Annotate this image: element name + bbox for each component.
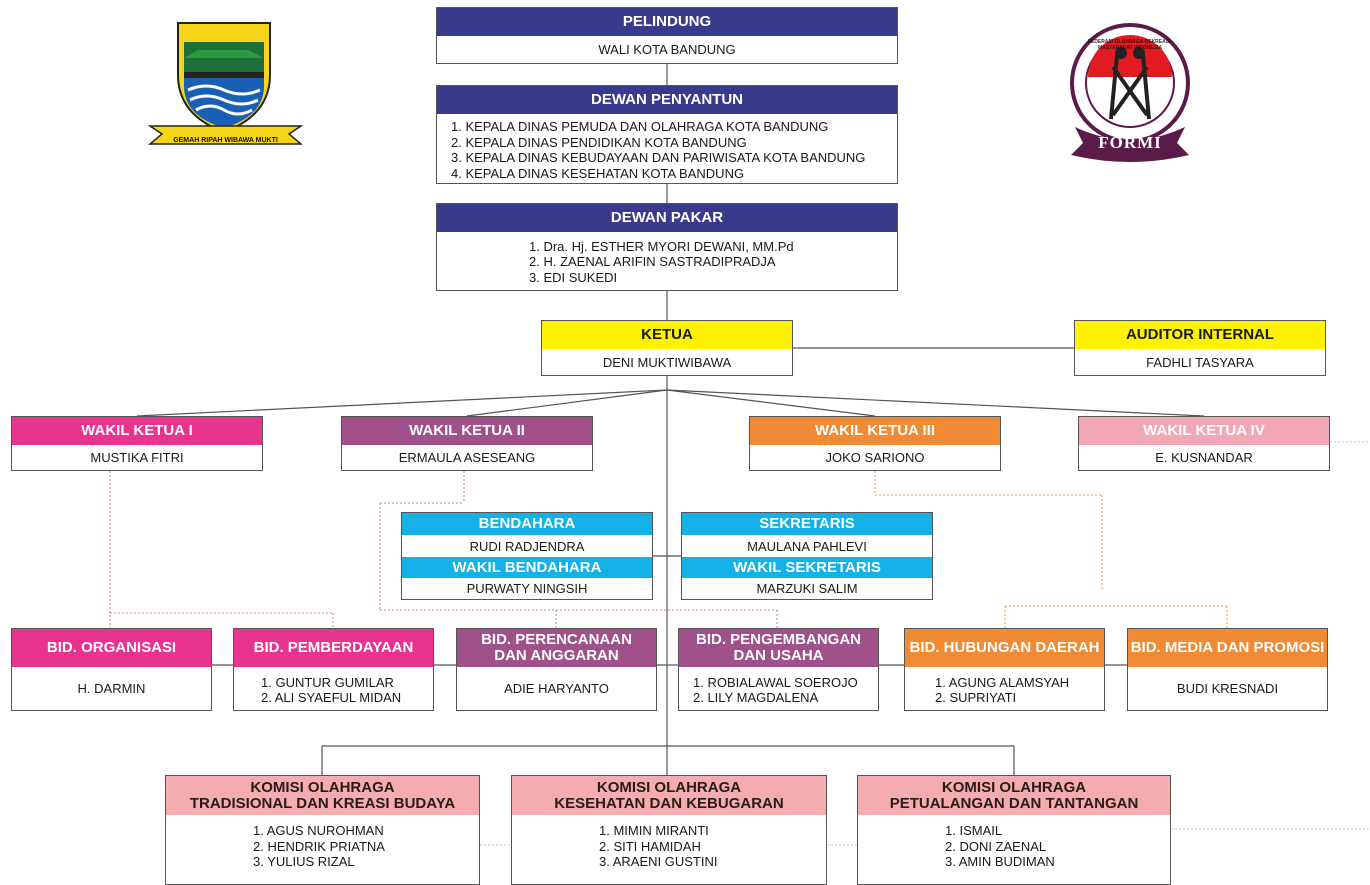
bid-pemberdayaan-list: 1. GUNTUR GUMILAR 2. ALI SYAEFUL MIDAN (234, 667, 433, 710)
list-item: 2. ALI SYAEFUL MIDAN (261, 690, 402, 705)
wakil-ketua-1-body: MUSTIKA FITRI (90, 450, 184, 465)
bid-pemberdayaan-title: BID. PEMBERDAYAAN (234, 629, 433, 667)
komisi-tradisional-box: KOMISI OLAHRAGA TRADISIONAL DAN KREASI B… (165, 775, 480, 885)
wakil-bendahara-body: PURWATY NINGSIH (466, 581, 588, 596)
bandung-shield-icon (147, 22, 304, 145)
list-item: 1. KEPALA DINAS PEMUDA DAN OLAHRAGA KOTA… (451, 119, 829, 134)
sekretaris-title: SEKRETARIS (682, 513, 932, 535)
list-item: 3. EDI SUKEDI (529, 269, 618, 285)
bendahara-body: RUDI RADJENDRA (469, 538, 585, 554)
dewan-pakar-title: DEWAN PAKAR (437, 204, 897, 232)
bid-media-promosi-title: BID. MEDIA DAN PROMOSI (1128, 629, 1327, 667)
bid-organisasi-title: BID. ORGANISASI (12, 629, 211, 667)
pelindung-box: PELINDUNG WALI KOTA BANDUNG (436, 7, 898, 64)
auditor-body: FADHLI TASYARA (1146, 354, 1254, 370)
wakil-sekretaris-body: MARZUKI SALIM (756, 581, 858, 596)
wakil-sekretaris-title: WAKIL SEKRETARIS (682, 557, 932, 578)
wakil-ketua-4-box: WAKIL KETUA IV E. KUSNANDAR (1078, 416, 1330, 471)
dewan-pakar-box: DEWAN PAKAR 1. Dra. Hj. ESTHER MYORI DEW… (436, 203, 898, 291)
bandung-emblem-logo: GEMAH RIPAH WIBAWA MUKTI (147, 20, 304, 150)
list-item: 1. ISMAIL (945, 823, 1003, 838)
bendahara-title: BENDAHARA (402, 513, 652, 535)
komisi-kesehatan-list: 1. MIMIN MIRANTI 2. SITI HAMIDAH 3. ARAE… (512, 815, 826, 879)
sekretaris-box: SEKRETARIS MAULANA PAHLEVI WAKIL SEKRETA… (681, 512, 933, 600)
bid-pemberdayaan-box: BID. PEMBERDAYAAN 1. GUNTUR GUMILAR 2. A… (233, 628, 434, 711)
wakil-ketua-4-body: E. KUSNANDAR (1155, 450, 1253, 465)
list-item: 3. AMIN BUDIMAN (945, 854, 1055, 869)
komisi-tradisional-title: KOMISI OLAHRAGA TRADISIONAL DAN KREASI B… (166, 776, 479, 815)
ketua-box: KETUA DENI MUKTIWIBAWA (541, 320, 793, 376)
bid-pengembangan-title: BID. PENGEMBANGAN DAN USAHA (679, 629, 878, 667)
auditor-title: AUDITOR INTERNAL (1075, 321, 1325, 349)
bid-hubungan-daerah-title: BID. HUBUNGAN DAERAH (905, 629, 1104, 667)
auditor-box: AUDITOR INTERNAL FADHLI TASYARA (1074, 320, 1326, 376)
bid-perencanaan-box: BID. PERENCANAAN DAN ANGGARAN ADIE HARYA… (456, 628, 657, 711)
bid-hubungan-daerah-box: BID. HUBUNGAN DAERAH 1. AGUNG ALAMSYAH 2… (904, 628, 1105, 711)
sekretaris-body: MAULANA PAHLEVI (747, 538, 867, 554)
bid-organisasi-box: BID. ORGANISASI H. DARMIN (11, 628, 212, 711)
komisi-petualangan-title: KOMISI OLAHRAGA PETUALANGAN DAN TANTANGA… (858, 776, 1170, 815)
bid-perencanaan-title: BID. PERENCANAAN DAN ANGGARAN (457, 629, 656, 667)
formi-name: FORMI (1098, 133, 1162, 152)
formi-logo: FEDERASI OLAHRAGA REKREASI-MASYARAKAT IN… (1065, 15, 1195, 165)
wakil-bendahara-title: WAKIL BENDAHARA (402, 557, 652, 578)
wakil-ketua-1-title: WAKIL KETUA I (12, 417, 262, 445)
dewan-pakar-list: 1. Dra. Hj. ESTHER MYORI DEWANI, MM.Pd 2… (437, 232, 897, 290)
komisi-kesehatan-box: KOMISI OLAHRAGA KESEHATAN DAN KEBUGARAN … (511, 775, 827, 885)
dewan-penyantun-list: 1. KEPALA DINAS PEMUDA DAN OLAHRAGA KOTA… (437, 114, 897, 183)
bendahara-box: BENDAHARA RUDI RADJENDRA WAKIL BENDAHARA… (401, 512, 653, 600)
wakil-ketua-1-box: WAKIL KETUA I MUSTIKA FITRI (11, 416, 263, 471)
list-item: 2. SITI HAMIDAH (599, 838, 701, 854)
wakil-ketua-2-body: ERMAULA ASESEANG (398, 450, 536, 465)
list-item: 1. Dra. Hj. ESTHER MYORI DEWANI, MM.Pd (529, 238, 794, 254)
list-item: 2. H. ZAENAL ARIFIN SASTRADIPRADJA (529, 254, 776, 270)
ketua-title: KETUA (542, 321, 792, 349)
komisi-kesehatan-title: KOMISI OLAHRAGA KESEHATAN DAN KEBUGARAN (512, 776, 826, 815)
bid-media-promosi-box: BID. MEDIA DAN PROMOSI BUDI KRESNADI (1127, 628, 1328, 711)
pelindung-body: WALI KOTA BANDUNG (598, 42, 736, 57)
dewan-penyantun-box: DEWAN PENYANTUN 1. KEPALA DINAS PEMUDA D… (436, 85, 898, 184)
list-item: 1. AGUNG ALAMSYAH (935, 674, 1070, 690)
wakil-ketua-2-box: WAKIL KETUA II ERMAULA ASESEANG (341, 416, 593, 471)
list-item: 2. KEPALA DINAS PENDIDIKAN KOTA BANDUNG (451, 134, 747, 150)
wakil-ketua-2-title: WAKIL KETUA II (342, 417, 592, 445)
list-item: 1. MIMIN MIRANTI (599, 823, 709, 838)
formi-ring-text: FEDERASI OLAHRAGA REKREASI-MASYARAKAT IN… (1087, 39, 1173, 51)
wakil-ketua-3-title: WAKIL KETUA III (750, 417, 1000, 445)
formi-emblem-icon (1070, 23, 1190, 162)
list-item: 4. KEPALA DINAS KESEHATAN KOTA BANDUNG (451, 165, 745, 181)
list-item: 2. HENDRIK PRIATNA (253, 838, 385, 854)
bid-pengembangan-box: BID. PENGEMBANGAN DAN USAHA 1. ROBIALAWA… (678, 628, 879, 711)
list-item: 3. YULIUS RIZAL (253, 854, 355, 869)
list-item: 2. LILY MAGDALENA (693, 690, 819, 705)
bid-hubungan-daerah-list: 1. AGUNG ALAMSYAH 2. SUPRIYATI (905, 667, 1104, 710)
wakil-ketua-4-title: WAKIL KETUA IV (1079, 417, 1329, 445)
list-item: 3. KEPALA DINAS KEBUDAYAAN DAN PARIWISAT… (451, 150, 866, 165)
ketua-body: DENI MUKTIWIBAWA (602, 354, 732, 370)
bid-media-promosi-body: BUDI KRESNADI (1176, 681, 1279, 696)
komisi-tradisional-list: 1. AGUS NUROHMAN 2. HENDRIK PRIATNA 3. Y… (166, 815, 479, 879)
list-item: 1. AGUS NUROHMAN (253, 823, 384, 838)
bid-perencanaan-body: ADIE HARYANTO (504, 681, 609, 696)
pelindung-title: PELINDUNG (437, 8, 897, 36)
list-item: 2. DONI ZAENAL (945, 838, 1047, 854)
wakil-ketua-3-body: JOKO SARIONO (825, 450, 925, 465)
list-item: 3. ARAENI GUSTINI (599, 854, 718, 869)
komisi-petualangan-box: KOMISI OLAHRAGA PETUALANGAN DAN TANTANGA… (857, 775, 1171, 885)
wakil-ketua-3-box: WAKIL KETUA III JOKO SARIONO (749, 416, 1001, 471)
list-item: 2. SUPRIYATI (935, 690, 1017, 705)
bandung-motto: GEMAH RIPAH WIBAWA MUKTI (173, 137, 278, 144)
list-item: 1. GUNTUR GUMILAR (261, 674, 394, 690)
dewan-penyantun-title: DEWAN PENYANTUN (437, 86, 897, 114)
bid-pengembangan-list: 1. ROBIALAWAL SOEROJO 2. LILY MAGDALENA (679, 667, 878, 710)
bid-organisasi-body: H. DARMIN (77, 681, 146, 696)
komisi-petualangan-list: 1. ISMAIL 2. DONI ZAENAL 3. AMIN BUDIMAN (858, 815, 1170, 879)
list-item: 1. ROBIALAWAL SOEROJO (693, 674, 858, 690)
